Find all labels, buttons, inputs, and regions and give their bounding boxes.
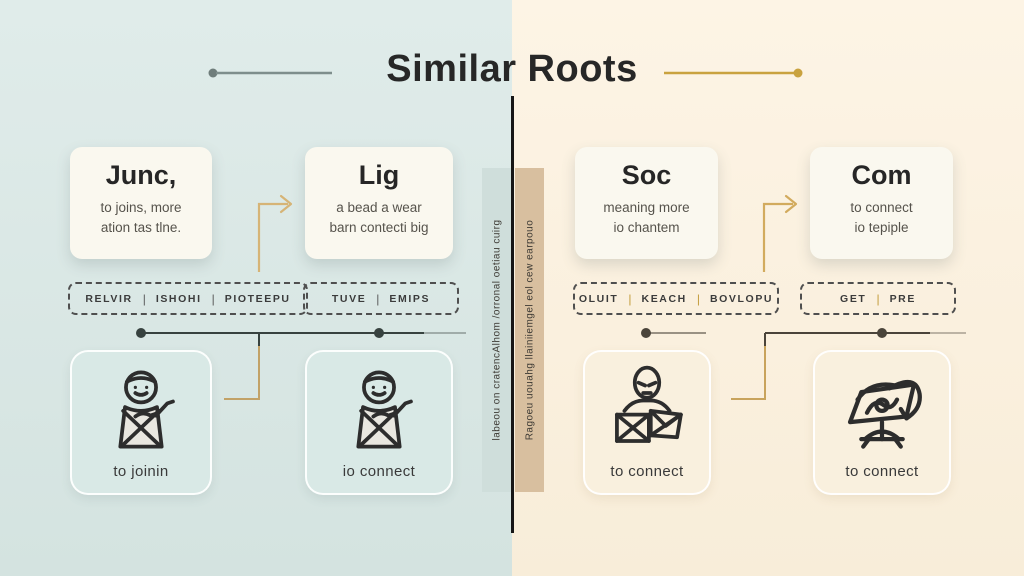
- tag: OLUIT: [578, 292, 619, 305]
- tag: GET: [840, 292, 867, 305]
- tagbox-junc: RELVIR | ISHOHI | PIOTEEPU: [68, 282, 308, 315]
- example-caption: to connect: [610, 463, 684, 480]
- root-meaning: a bead a wear barn contecti big: [329, 198, 428, 237]
- easel-scribble-icon: [835, 362, 929, 456]
- root-meaning: to connect io tepiple: [850, 198, 912, 237]
- person-envelopes-icon: [600, 362, 694, 456]
- divider-left-vertical-text: labeou on cratencAlhom /orronal oetiau c…: [491, 219, 502, 441]
- tagbox-com: GET | PRE: [800, 282, 956, 315]
- tag-separator: |: [211, 291, 215, 306]
- tag: KEACH: [641, 292, 687, 305]
- tag: RELVIR: [85, 292, 133, 305]
- person-crossed-arms-icon: [332, 362, 426, 456]
- root-meaning-line: to connect: [850, 200, 913, 215]
- root-meaning-line: io tepiple: [854, 219, 909, 235]
- center-divider: [511, 96, 514, 533]
- example-caption: io connect: [342, 463, 416, 480]
- tag-separator: |: [696, 291, 700, 306]
- root-meaning-line: io chantem: [613, 219, 680, 235]
- tag: PIOTEEPU: [224, 292, 291, 305]
- tag-separator: |: [376, 291, 380, 306]
- root-word: Soc: [621, 160, 672, 190]
- tag: ISHOHI: [155, 292, 202, 305]
- root-card-lig: Lig a bead a wear barn contecti big: [305, 147, 453, 259]
- example-card-lig: io connect: [305, 350, 453, 495]
- divider-strip-right: Ragoeu uouahg llainiiemgel eol cew earpo…: [515, 168, 544, 492]
- example-card-soc: to connect: [583, 350, 711, 495]
- root-meaning: meaning more io chantem: [603, 198, 689, 237]
- tag: PRE: [889, 292, 916, 305]
- root-card-junc: Junc, to joins, more ation tas tlne.: [70, 147, 212, 259]
- tag: BOVLOPU: [709, 292, 774, 305]
- tagbox-soc: OLUIT | KEACH | BOVLOPU: [573, 282, 779, 315]
- root-meaning-line: meaning more: [603, 200, 690, 215]
- root-card-soc: Soc meaning more io chantem: [575, 147, 718, 259]
- tag: EMIPS: [389, 292, 431, 305]
- root-word: Lig: [358, 160, 400, 190]
- root-card-com: Com to connect io tepiple: [810, 147, 953, 259]
- tag-separator: |: [628, 291, 632, 306]
- root-meaning-line: ation tas tlne.: [100, 219, 182, 235]
- root-word: Com: [851, 160, 912, 190]
- tag: TUVE: [331, 292, 367, 305]
- example-caption: to joinin: [113, 463, 169, 480]
- tag-separator: |: [876, 291, 880, 306]
- tag-separator: |: [142, 291, 146, 306]
- root-word: Junc,: [105, 160, 177, 190]
- divider-right-vertical-text: Ragoeu uouahg llainiiemgel eol cew earpo…: [524, 219, 535, 441]
- example-caption: to connect: [845, 463, 919, 480]
- example-card-junc: to joinin: [70, 350, 212, 495]
- page-title: Similar Roots: [386, 48, 638, 90]
- root-meaning-line: barn contecti big: [329, 219, 429, 235]
- root-meaning: to joins, more ation tas tlne.: [100, 198, 181, 237]
- root-meaning-line: to joins, more: [100, 200, 182, 215]
- person-crossed-arms-icon: [94, 362, 188, 456]
- tagbox-lig: TUVE | EMIPS: [303, 282, 459, 315]
- root-meaning-line: a bead a wear: [336, 200, 422, 215]
- example-card-com: to connect: [813, 350, 951, 495]
- divider-strip-left: labeou on cratencAlhom /orronal oetiau c…: [482, 168, 511, 492]
